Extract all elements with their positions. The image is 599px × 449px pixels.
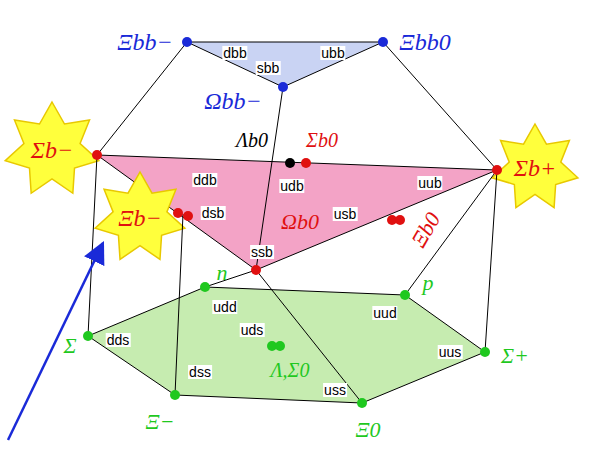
particle-label: Ωbb− xyxy=(204,89,262,113)
particle-dot xyxy=(357,398,367,408)
star-fill xyxy=(492,124,578,208)
particle-dot xyxy=(200,282,210,292)
quark-content: udb xyxy=(279,179,304,193)
quark-content: ssb xyxy=(250,245,274,259)
pointer-arrow xyxy=(8,243,103,440)
particle-dot xyxy=(278,82,288,92)
region-fill xyxy=(187,42,383,87)
particle-dot xyxy=(170,390,180,400)
particle-name: Σb− xyxy=(31,138,73,162)
particle-dot xyxy=(92,150,102,160)
particle-dot xyxy=(182,37,192,47)
quark-content: uud xyxy=(372,306,397,320)
particle-label: Ξbb− xyxy=(117,30,173,54)
multiplet-edge xyxy=(256,87,283,270)
particle-label: Σ xyxy=(63,335,76,357)
particle-name: Ξb− xyxy=(118,206,162,230)
quark-content: dds xyxy=(106,333,131,347)
quark-content: uds xyxy=(240,323,265,337)
particle-label: Ξ0 xyxy=(355,419,380,441)
quark-content: ubb xyxy=(320,46,345,60)
star-fill xyxy=(5,102,99,193)
particle-dot xyxy=(183,211,193,221)
multiplet-edge xyxy=(205,270,256,287)
multiplet-edge xyxy=(97,42,187,155)
bb-triangle: dbb ubb sbb xyxy=(187,42,383,87)
region-fill xyxy=(88,287,485,403)
quark-content: uss xyxy=(323,383,347,397)
particle-label: n xyxy=(217,262,228,284)
quark-content: usb xyxy=(333,207,358,221)
particle-dot xyxy=(251,265,261,275)
particle-label: Ωb0 xyxy=(281,211,319,233)
multiplet-edge xyxy=(485,170,497,352)
region-outline xyxy=(187,42,383,87)
particle-dot xyxy=(83,331,93,341)
quark-content: dss xyxy=(188,365,212,379)
quark-content: dsb xyxy=(201,206,226,220)
highlight-star: Ξb− xyxy=(94,172,186,264)
quark-content: uus xyxy=(438,345,463,359)
region-outline xyxy=(88,287,485,403)
highlight-star: Σb+ xyxy=(491,124,579,212)
particle-dot xyxy=(275,341,285,351)
particle-label: Λb0 xyxy=(236,130,268,150)
quark-content: dbb xyxy=(222,46,247,60)
particle-label: Σb0 xyxy=(306,130,338,150)
particle-dot xyxy=(492,165,502,175)
particle-dot xyxy=(173,208,183,218)
particle-dot xyxy=(378,37,388,47)
particle-dot xyxy=(285,158,295,168)
multiplet-edge xyxy=(88,155,97,336)
quark-content: uub xyxy=(417,176,442,190)
quark-content: udd xyxy=(212,300,237,314)
star-fill xyxy=(95,172,185,259)
quark-content: sbb xyxy=(256,61,281,75)
particle-dot xyxy=(395,215,405,225)
particle-label: Ξ− xyxy=(146,411,175,433)
quark-content: ddb xyxy=(192,173,217,187)
highlight-star: Σb− xyxy=(4,102,100,198)
light-hexagon: udd uud dds uus uds dss uss xyxy=(88,287,485,403)
particle-label: Ξbb0 xyxy=(399,30,450,54)
particle-label: Ξb0 xyxy=(407,209,444,251)
multiplet-edge xyxy=(405,170,497,295)
particle-label: p xyxy=(423,272,434,294)
multiplet-edge xyxy=(256,270,362,403)
particle-dot xyxy=(400,290,410,300)
particle-name: Σb+ xyxy=(514,156,556,180)
particle-label: Λ,Σ0 xyxy=(271,360,310,380)
multiplet-edge xyxy=(383,42,497,170)
particle-dot xyxy=(480,347,490,357)
particle-label: Σ+ xyxy=(501,345,529,367)
multiplet-edge xyxy=(175,214,183,395)
particle-dot xyxy=(301,158,311,168)
